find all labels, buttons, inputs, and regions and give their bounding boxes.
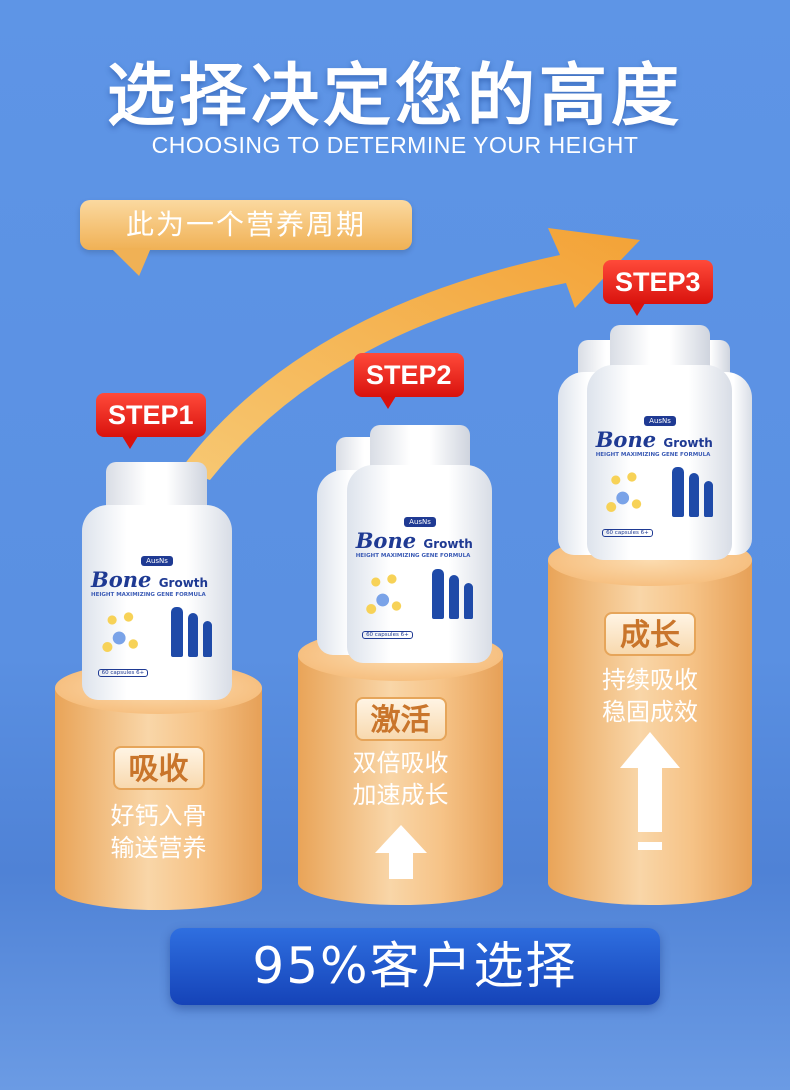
step3-line2: 稳固成效 <box>602 698 698 726</box>
step3-badge: STEP3 <box>603 260 713 316</box>
step1-line1: 好钙入骨 <box>110 802 207 830</box>
podium-step3: 成长 持续吸收 稳固成效 <box>548 534 752 905</box>
step1-line2: 输送营养 <box>110 834 207 862</box>
product-formula: HEIGHT MAXIMIZING GENE FORMULA <box>595 451 711 458</box>
page-title: 选择决定您的高度 <box>106 57 683 136</box>
customer-choice-button[interactable]: 95%客户选择 <box>170 928 660 1005</box>
podium-step1: 吸收 好钙入骨 输送营养 <box>55 662 262 910</box>
capsule-count: 60 capsules 6+ <box>602 528 653 537</box>
product-formula: HEIGHT MAXIMIZING GENE FORMULA <box>91 591 206 598</box>
product-bottle-step1: AusNs Bone Growth HEIGHT MAXIMIZING GENE… <box>82 505 232 700</box>
product-name: Bone Growth <box>355 527 473 553</box>
product-bottle-step3: AusNs Bone Growth HEIGHT MAXIMIZING GENE… <box>587 365 732 560</box>
product-name: Bone Growth <box>91 566 209 592</box>
brand-logo: AusNs <box>404 516 436 527</box>
capsule-count: 60 capsules 6+ <box>362 631 413 640</box>
podium-step2: 激活 双倍吸收 加速成长 <box>298 629 503 905</box>
step1-tag: 吸收 <box>112 746 205 790</box>
step3-line1: 持续吸收 <box>602 666 698 694</box>
step2-badge: STEP2 <box>354 353 464 409</box>
step1-badge: STEP1 <box>96 393 206 449</box>
product-formula: HEIGHT MAXIMIZING GENE FORMULA <box>355 552 471 559</box>
brand-logo: AusNs <box>141 555 173 566</box>
nutrition-cycle-banner: 此为一个营养周期 <box>80 200 412 250</box>
up-arrow-icon <box>620 732 680 850</box>
brand-logo: AusNs <box>644 415 676 426</box>
step3-tag: 成长 <box>604 612 696 656</box>
step2-line1: 双倍吸收 <box>352 749 449 777</box>
page-subtitle: CHOOSING TO DETERMINE YOUR HEIGHT <box>151 132 639 158</box>
up-arrow-icon <box>374 825 427 879</box>
step2-tag: 激活 <box>354 697 447 741</box>
capsule-count: 60 capsules 6+ <box>97 668 149 677</box>
product-name: Bone Growth <box>595 426 713 452</box>
step2-line2: 加速成长 <box>352 781 449 809</box>
growth-arrow-icon <box>180 228 640 480</box>
product-bottle-step2: AusNs Bone Growth HEIGHT MAXIMIZING GENE… <box>347 465 492 663</box>
